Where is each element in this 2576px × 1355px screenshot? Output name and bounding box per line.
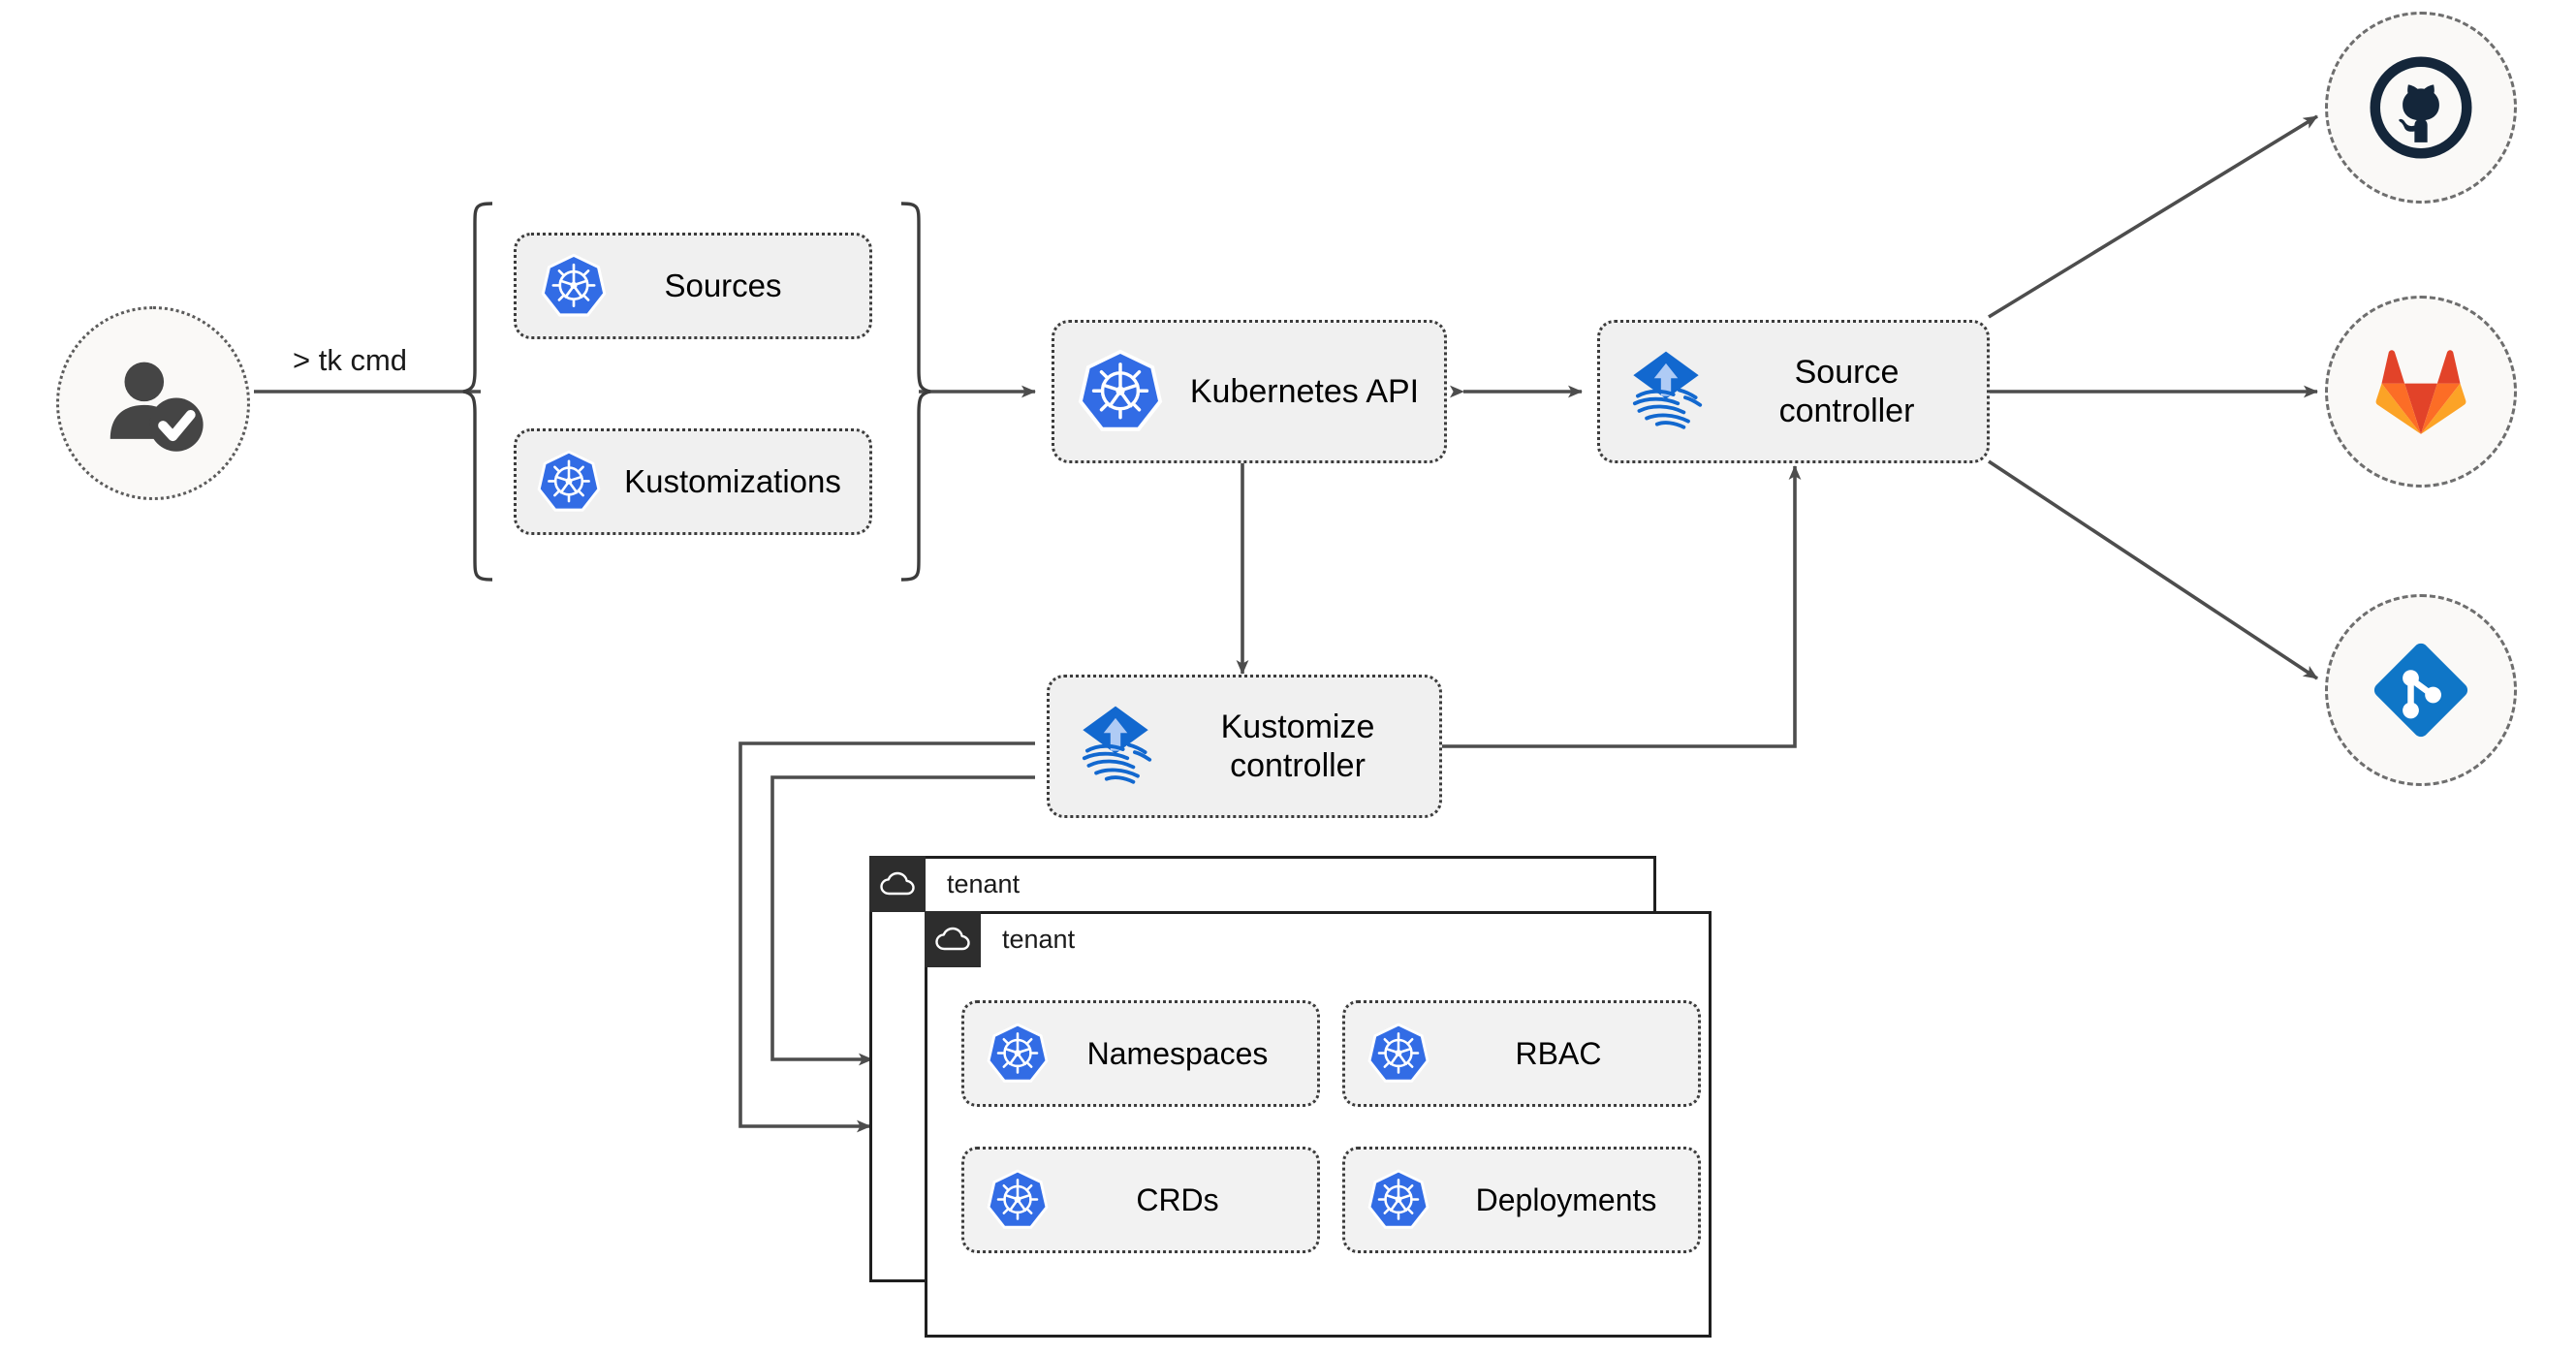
command-label: > tk cmd <box>293 343 408 377</box>
kubernetes-icon <box>1345 1020 1452 1087</box>
node-source-controller[interactable]: Source controller <box>1597 320 1990 463</box>
node-source-controller-label: Source controller <box>1778 353 1915 429</box>
resource-rbac[interactable]: RBAC <box>1342 1000 1701 1107</box>
kubernetes-icon <box>517 250 631 322</box>
manifest-kustomizations-node[interactable]: Kustomizations <box>514 428 872 535</box>
cluster-title: tenant <box>1002 924 1076 954</box>
edge-kustomize-to-source <box>1441 465 1802 748</box>
actor-user[interactable] <box>56 306 250 500</box>
manifest-sources-label: Sources <box>664 267 782 303</box>
git-azure-icon <box>2373 643 2468 738</box>
provider-github[interactable] <box>2325 12 2517 204</box>
kubernetes-icon <box>1345 1166 1452 1234</box>
node-kustomize-controller[interactable]: Kustomize controller <box>1047 675 1442 818</box>
kubernetes-icon <box>964 1166 1071 1234</box>
edge-source-to-github <box>1988 114 2318 319</box>
manifest-sources-node[interactable]: Sources <box>514 233 872 339</box>
kubernetes-icon <box>517 447 621 517</box>
flux-icon <box>1050 699 1181 794</box>
cluster-tenant-front[interactable]: tenant <box>925 911 1712 1338</box>
resource-label: Namespaces <box>1086 1035 1269 1071</box>
edge-source-to-azure <box>1988 459 2318 680</box>
gitlab-icon <box>2375 350 2466 434</box>
cluster-header: tenant <box>869 856 1020 912</box>
resource-label: RBAC <box>1515 1035 1602 1071</box>
resource-crds[interactable]: CRDs <box>961 1147 1320 1253</box>
cluster-title: tenant <box>947 868 1021 898</box>
kubernetes-icon <box>964 1020 1071 1087</box>
github-icon <box>2370 56 2472 159</box>
cloud-icon <box>925 911 981 967</box>
cluster-header: tenant <box>925 911 1075 967</box>
provider-gitlab[interactable] <box>2325 296 2517 488</box>
resource-label: CRDs <box>1136 1182 1219 1217</box>
node-kubernetes-api[interactable]: Kubernetes API <box>1052 320 1447 463</box>
flux-icon <box>1600 344 1732 439</box>
manifest-kustomizations-label: Kustomizations <box>624 462 841 499</box>
provider-azure-repos[interactable] <box>2325 594 2517 786</box>
resource-namespaces[interactable]: Namespaces <box>961 1000 1320 1107</box>
resource-label: Deployments <box>1475 1182 1657 1217</box>
node-kustomize-controller-label: Kustomize controller <box>1220 708 1375 784</box>
node-kubernetes-api-label: Kubernetes API <box>1189 372 1420 410</box>
kubernetes-icon <box>1054 345 1186 438</box>
cloud-icon <box>869 856 926 912</box>
resource-deployments[interactable]: Deployments <box>1342 1147 1701 1253</box>
user-check-icon <box>110 362 204 452</box>
